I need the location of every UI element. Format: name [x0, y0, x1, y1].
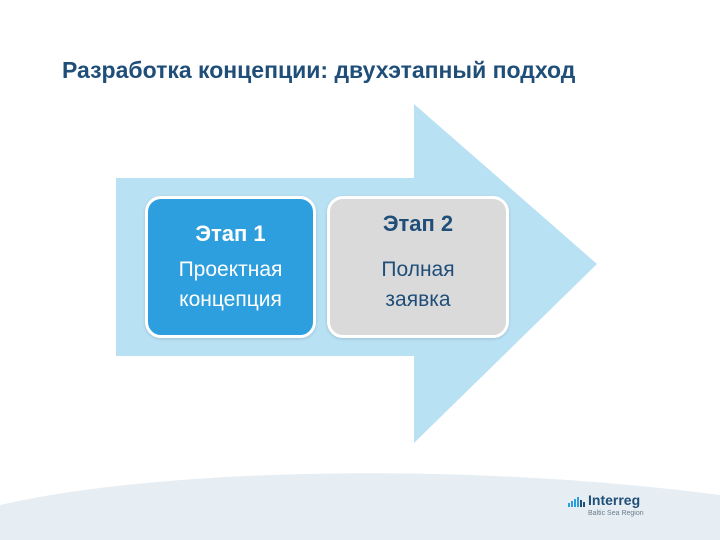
stage-1-label: Этап 1	[195, 221, 266, 246]
logo-name: Interreg	[588, 492, 641, 508]
stage-2-description: Полная заявка	[381, 258, 455, 311]
stage-1-box: Этап 1 Проектная концепция	[145, 196, 316, 338]
stage-2-box: Этап 2 Полная заявка	[327, 196, 509, 338]
footer-wave	[0, 473, 720, 540]
slide-title: Разработка концепции: двухэтапный подход	[62, 57, 576, 83]
stage-2-label: Этап 2	[382, 211, 454, 236]
interreg-logo: Interreg Baltic Sea Region	[568, 492, 668, 522]
logo-subtitle: Baltic Sea Region	[588, 510, 644, 517]
stage-1-description: Проектная концепция	[178, 258, 283, 311]
logo-bars-icon	[568, 497, 585, 507]
